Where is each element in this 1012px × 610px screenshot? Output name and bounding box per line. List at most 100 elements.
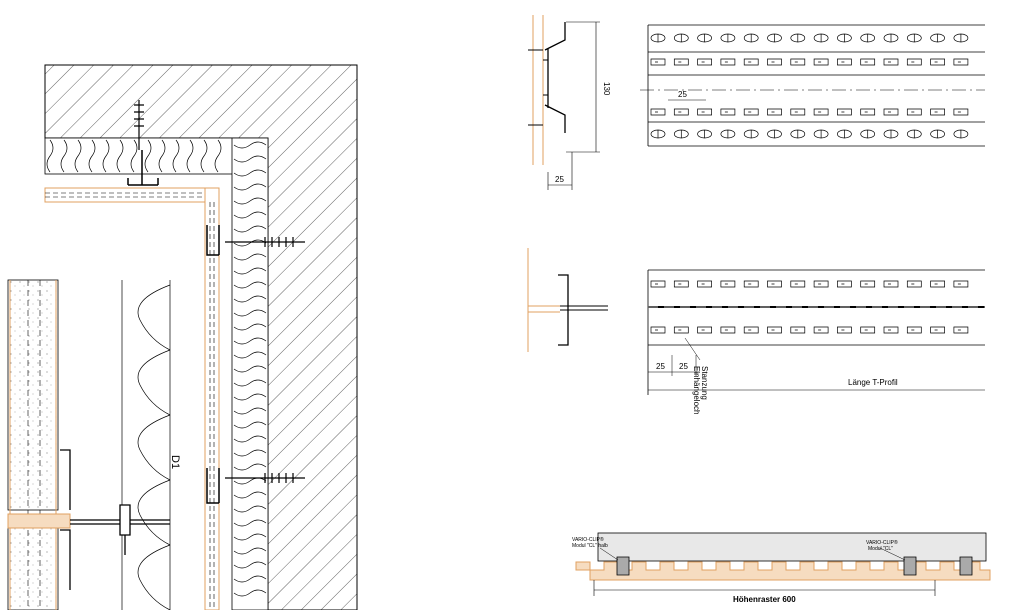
wall-anchor-middle	[206, 225, 305, 256]
dim-25-a: 25	[555, 175, 564, 184]
perforation-hole	[767, 58, 782, 66]
perforation-hole	[720, 280, 736, 288]
wall-anchor-top	[127, 100, 159, 186]
perforation-hole	[673, 58, 689, 66]
perforation-hole	[767, 326, 782, 334]
perforation-hole	[743, 108, 759, 116]
perforation-hole	[650, 326, 666, 334]
label-vario-clip-2: Modul "CL"	[868, 546, 893, 552]
label-laenge-t-profil: Länge T-Profil	[848, 378, 898, 387]
perforation-hole	[953, 280, 969, 288]
perforation-hole	[930, 108, 945, 116]
perforation-hole	[860, 326, 876, 334]
perforation-hole	[906, 33, 922, 43]
label-vario-clip-halb-2: Modul "CL" halb	[572, 543, 608, 549]
label-hoehenraster: Höhenraster 600	[733, 595, 796, 604]
insulation-top	[44, 137, 236, 175]
insulation-top-waves	[46, 139, 222, 173]
perforation-hole	[673, 129, 689, 139]
perforation-hole	[743, 326, 759, 334]
wall-anchor-lower	[206, 468, 305, 504]
perforation-hole	[790, 326, 806, 334]
panel-profile	[575, 561, 991, 581]
perforation-hole	[790, 129, 806, 139]
perforation-hole	[906, 108, 922, 116]
perforation-hole	[953, 33, 969, 43]
perforation-hole	[650, 280, 666, 288]
perforation-hole	[743, 129, 759, 139]
clip-assembly-left	[60, 449, 170, 590]
perforation-hole	[883, 326, 899, 334]
perforation-hole	[790, 33, 806, 43]
perforation-hole	[930, 33, 945, 43]
perforation-hole	[813, 326, 829, 334]
perforation-hole	[837, 129, 852, 139]
perforation-hole	[837, 108, 852, 116]
perforation-hole	[930, 129, 945, 139]
perforation-hole	[953, 326, 969, 334]
perforation-hole	[790, 58, 806, 66]
perforation-hole	[790, 280, 806, 288]
label-vario-clip-halb-1: VARIO-CLIP®	[572, 536, 604, 543]
perforation-hole	[883, 129, 899, 139]
insulation-vertical-waves	[233, 141, 267, 597]
batten-waves-left	[121, 280, 171, 610]
perforation-hole	[883, 58, 899, 66]
perforation-hole	[720, 108, 736, 116]
perforated-strip-a: 25	[640, 24, 985, 147]
perforation-hole	[813, 280, 829, 288]
perforation-hole	[673, 326, 689, 334]
perforation-hole	[813, 58, 829, 66]
perforation-hole	[906, 58, 922, 66]
perforation-hole	[743, 58, 759, 66]
perforation-hole	[697, 326, 712, 334]
perforation-hole	[697, 129, 712, 139]
perforation-hole	[743, 33, 759, 43]
label-d1: D1	[169, 455, 181, 469]
perforation-hole	[720, 58, 736, 66]
perforation-hole	[930, 326, 945, 334]
dim-130: 130	[602, 82, 611, 96]
label-stanzung: Stanzung	[700, 366, 709, 400]
cladding-panel-top	[44, 187, 206, 203]
perforation-hole	[860, 33, 876, 43]
perforation-hole	[697, 280, 712, 288]
perforation-hole	[860, 129, 876, 139]
perforation-hole	[906, 280, 922, 288]
perforation-hole	[790, 108, 806, 116]
perforation-hole	[953, 58, 969, 66]
perforation-hole	[673, 108, 689, 116]
concrete-panel-left	[7, 279, 71, 610]
profile-section-b	[527, 248, 608, 352]
label-vario-clip-1: VARIO-CLIP®	[866, 539, 898, 546]
profile-section-a: 130 25	[528, 15, 611, 190]
perforation-hole	[650, 129, 666, 139]
panel-assembly: VARIO-CLIP® Modul "CL" halb VARIO-CLIP® …	[572, 532, 991, 604]
perforation-hole	[953, 108, 969, 116]
perforation-holes	[650, 33, 969, 334]
dim-25-c: 25	[656, 362, 665, 371]
perforation-hole	[697, 108, 712, 116]
perforation-hole	[813, 33, 829, 43]
perforation-hole	[837, 280, 852, 288]
perforation-hole	[906, 129, 922, 139]
perforation-hole	[673, 33, 689, 43]
perforation-hole	[650, 58, 666, 66]
perforation-hole	[930, 58, 945, 66]
perforation-hole	[837, 58, 852, 66]
insulation-vertical	[231, 137, 269, 610]
perforation-hole	[953, 129, 969, 139]
perforation-hole	[906, 326, 922, 334]
perforation-hole	[650, 33, 666, 43]
perforation-hole	[837, 326, 852, 334]
cladding-panel-vertical	[204, 187, 220, 610]
perforation-hole	[883, 280, 899, 288]
perforation-hole	[650, 108, 666, 116]
perforation-hole	[813, 129, 829, 139]
dim-25-b: 25	[678, 90, 687, 99]
perforation-hole	[767, 108, 782, 116]
perforated-strip-b: 25 25 Stanzung Einhängeloch Länge T-Prof…	[647, 269, 985, 414]
perforation-hole	[720, 326, 736, 334]
perforation-hole	[697, 58, 712, 66]
